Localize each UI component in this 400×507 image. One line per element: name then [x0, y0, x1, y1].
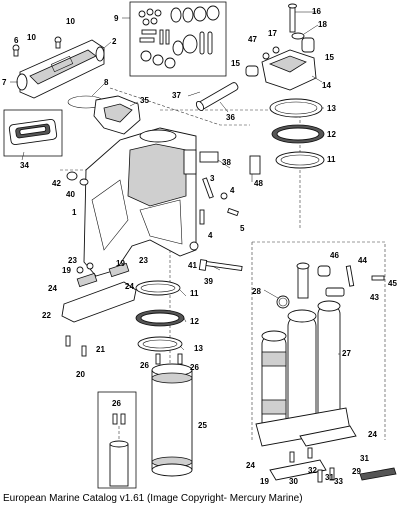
callout-5: 5: [240, 224, 245, 233]
callout-24: 24: [48, 284, 57, 293]
callout-24: 24: [246, 461, 255, 470]
callout-13: 13: [327, 104, 336, 113]
callout-30: 30: [289, 477, 298, 486]
ring-12-right: [271, 124, 325, 144]
callout-38: 38: [222, 158, 231, 167]
parts-diagram: 1 2 3 4 4 5 6 7 8 9 10 10 11 11 12 12 13…: [2, 1, 397, 489]
clamp-bracket: [93, 95, 141, 135]
callout-8: 8: [104, 78, 109, 87]
callout-46: 46: [330, 251, 339, 260]
swivel-bracket: [83, 127, 197, 277]
callout-6: 6: [14, 36, 19, 45]
fasteners-right: [317, 265, 385, 297]
kit-box-9: [122, 1, 227, 77]
pivot-pin: [195, 82, 239, 112]
kit-box-34: [3, 109, 63, 157]
callout-4: 4: [208, 231, 213, 240]
callout-15: 15: [325, 53, 334, 62]
callout-45: 45: [388, 279, 397, 288]
callout-14: 14: [322, 81, 331, 90]
fasteners-mid: [66, 151, 261, 251]
callout-28: 28: [252, 287, 261, 296]
mount-plate: [61, 262, 137, 357]
callout-37: 37: [172, 91, 181, 100]
kit-box-26: [97, 391, 137, 489]
callout-35: 35: [140, 96, 149, 105]
callout-43: 43: [370, 293, 379, 302]
callout-22: 22: [42, 311, 51, 320]
callout-21: 21: [96, 345, 105, 354]
reservoir-cap: [245, 3, 317, 91]
callout-36: 36: [226, 113, 235, 122]
callout-31: 31: [360, 454, 369, 463]
callout-2: 2: [112, 37, 117, 46]
callout-12: 12: [327, 130, 336, 139]
long-bolt: [198, 259, 243, 271]
bottom-bracket: [269, 425, 397, 483]
callout-42: 42: [52, 179, 61, 188]
callout-12: 12: [190, 317, 199, 326]
callout-9: 9: [114, 14, 119, 23]
callout-16: 16: [312, 7, 321, 16]
callout-1: 1: [72, 208, 77, 217]
callout-17: 17: [268, 29, 277, 38]
callout-23: 23: [139, 256, 148, 265]
callout-24: 24: [125, 282, 134, 291]
callout-20: 20: [76, 370, 85, 379]
callout-32: 32: [308, 466, 317, 475]
callout-26: 26: [112, 399, 121, 408]
image-caption: European Marine Catalog v1.61 (Image Cop…: [3, 493, 303, 504]
callout-24: 24: [368, 430, 377, 439]
callout-labels: 1 2 3 4 4 5 6 7 8 9 10 10 11 11 12 12 13…: [2, 7, 397, 486]
callout-41: 41: [188, 261, 197, 270]
callout-11: 11: [190, 289, 199, 298]
callout-27: 27: [342, 349, 351, 358]
callout-10: 10: [27, 33, 36, 42]
callout-10: 10: [66, 17, 75, 26]
trim-housing: [12, 36, 105, 109]
callout-40: 40: [66, 190, 75, 199]
callout-23: 23: [68, 256, 77, 265]
ring-11-right: [275, 151, 325, 169]
callout-19: 19: [116, 259, 125, 268]
callout-11: 11: [327, 155, 336, 164]
callout-31: 31: [325, 473, 334, 482]
callout-34: 34: [20, 161, 29, 170]
callout-48: 48: [254, 179, 263, 188]
callout-19: 19: [62, 266, 71, 275]
callout-18: 18: [318, 20, 327, 29]
callout-26: 26: [140, 361, 149, 370]
callout-4: 4: [230, 186, 235, 195]
callout-26: 26: [190, 363, 199, 372]
callout-7: 7: [2, 78, 7, 87]
callout-39: 39: [204, 277, 213, 286]
callout-15: 15: [231, 59, 240, 68]
callout-33: 33: [334, 477, 343, 486]
ring-13-left: [137, 336, 183, 352]
callout-44: 44: [358, 256, 367, 265]
leader-lines: [10, 11, 340, 355]
callout-3: 3: [210, 174, 215, 183]
ring-12-left: [135, 309, 185, 327]
callout-47: 47: [248, 35, 257, 44]
callout-25: 25: [198, 421, 207, 430]
callout-29: 29: [352, 467, 361, 476]
ring-13-right: [269, 98, 323, 118]
callout-19: 19: [260, 477, 269, 486]
ring-11-left: [135, 280, 181, 296]
anode-cylinder: [151, 353, 193, 477]
trim-cylinders: [255, 262, 351, 447]
callout-13: 13: [194, 344, 203, 353]
